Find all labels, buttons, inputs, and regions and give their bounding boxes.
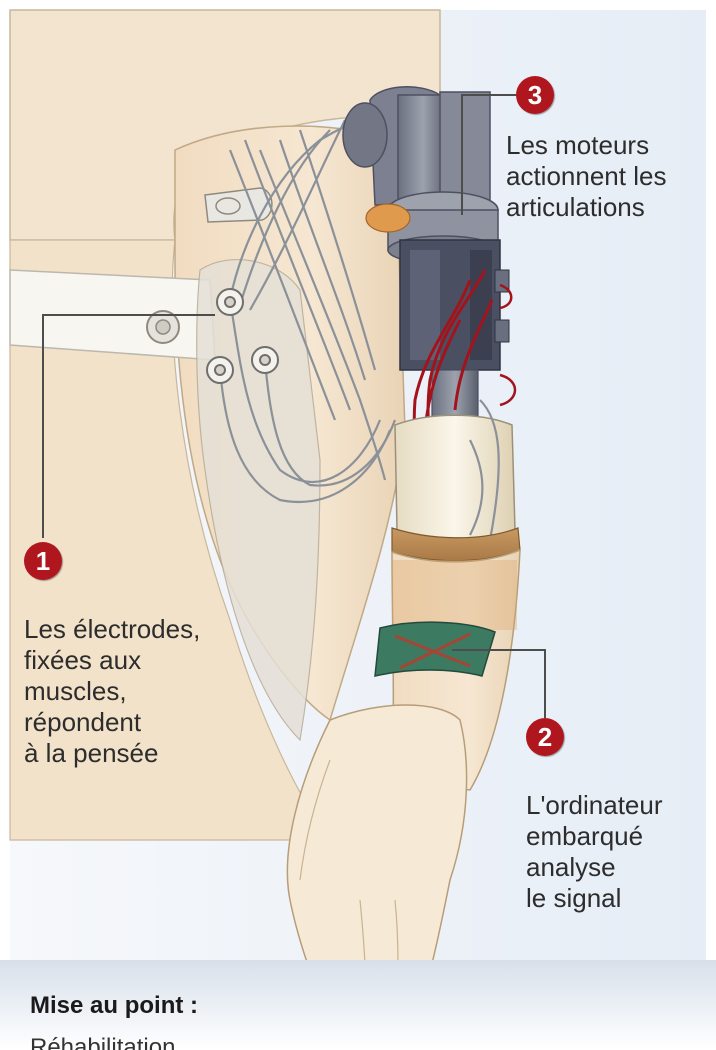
callout-2-line: le signal xyxy=(526,883,663,914)
callout-3-line: actionnent les xyxy=(506,161,666,192)
callout-1-line: fixées aux xyxy=(24,645,200,676)
callout-2-line: embarqué xyxy=(526,821,663,852)
callout-2-line: analyse xyxy=(526,852,663,883)
callout-text-1: Les électrodes, fixées aux muscles, répo… xyxy=(24,614,200,769)
callout-1-line: à la pensée xyxy=(24,738,200,769)
callout-2-line: L'ordinateur xyxy=(526,790,663,821)
bottom-heading: Mise au point : xyxy=(30,992,198,1020)
callout-3-line: Les moteurs xyxy=(506,130,666,161)
callout-1-line: Les électrodes, xyxy=(24,614,200,645)
callout-number-1: 1 xyxy=(24,542,62,580)
callout-1-line: muscles, xyxy=(24,676,200,707)
callout-text-3: Les moteurs actionnent les articulations xyxy=(506,130,666,223)
shoulder-clip xyxy=(205,188,272,222)
callout-number-3: 3 xyxy=(516,76,554,114)
callout-text-2: L'ordinateur embarqué analyse le signal xyxy=(526,790,663,914)
callout-number-2: 2 xyxy=(526,718,564,756)
callout-3-line: articulations xyxy=(506,192,666,223)
callout-1-line: répondent xyxy=(24,707,200,738)
motor-icon xyxy=(343,103,387,167)
bottom-cut-line: Réhabilitation ... xyxy=(30,1034,202,1050)
